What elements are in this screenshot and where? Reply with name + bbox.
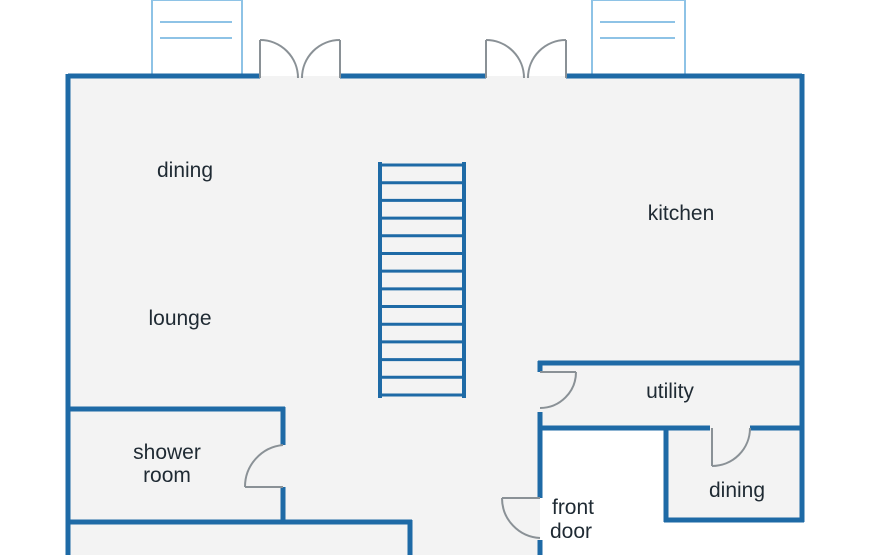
- room-label-dining: dining: [157, 159, 213, 182]
- exterior-steps-left: [151, 0, 243, 76]
- exterior-walls: [65, 73, 805, 555]
- room-label-shower: shower: [133, 441, 201, 464]
- room-label-shower-room: room: [143, 464, 191, 487]
- small-dining-floor: [666, 428, 802, 520]
- room-label-lounge: lounge: [148, 307, 211, 330]
- room-label-kitchen: kitchen: [648, 202, 715, 225]
- french-door-right: [485, 39, 567, 79]
- room-label-utility: utility: [646, 380, 694, 403]
- french-door-left: [259, 39, 341, 79]
- front-door: [500, 497, 541, 539]
- exterior-steps-right: [591, 0, 686, 76]
- room-label-front-door: door: [550, 520, 592, 543]
- small-dining-door: [711, 427, 751, 467]
- staircase: [378, 162, 466, 398]
- shower-room-door: [243, 444, 284, 488]
- utility-door: [539, 371, 577, 409]
- room-label-front: front: [552, 496, 594, 519]
- interior-walls: [66, 360, 804, 555]
- room-label-dining-small: dining: [709, 479, 765, 502]
